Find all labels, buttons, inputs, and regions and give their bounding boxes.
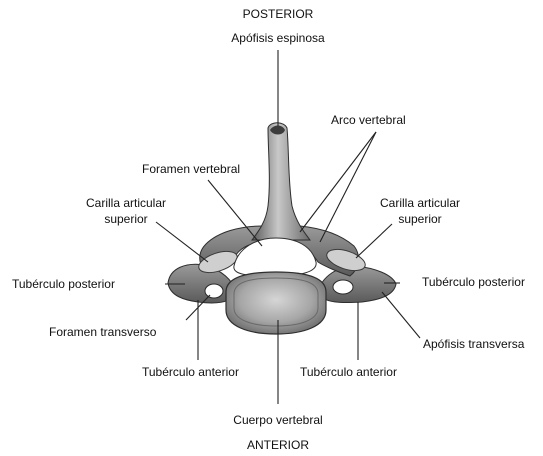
label-vertebral-foramen: Foramen vertebral	[142, 162, 240, 176]
leader-facet-right	[356, 224, 392, 258]
label-spinous-process: Apófisis espinosa	[208, 31, 348, 45]
label-vertebral-body: Cuerpo vertebral	[208, 413, 348, 427]
leader-facet-left	[156, 222, 208, 262]
label-superior-facet-right-line1: Carilla articular	[360, 196, 480, 210]
leader-transverse-process	[382, 292, 420, 338]
label-anterior-tubercle-left: Tubérculo anterior	[142, 365, 239, 379]
label-posterior-tubercle-right: Tubérculo posterior	[422, 275, 525, 289]
label-superior-facet-left-line1: Carilla articular	[66, 196, 186, 210]
label-transverse-process: Apófisis transversa	[423, 337, 524, 351]
transverse-foramen-left	[205, 284, 223, 298]
transverse-process-right	[318, 266, 396, 303]
label-superior-facet-right-line2: superior	[360, 212, 480, 226]
label-anterior-tubercle-right: Tubérculo anterior	[300, 365, 397, 379]
orientation-posterior: POSTERIOR	[228, 7, 328, 21]
orientation-anterior: ANTERIOR	[228, 438, 328, 452]
label-superior-facet-left-line2: superior	[66, 212, 186, 226]
transverse-foramen-right	[333, 280, 353, 294]
label-transverse-foramen: Foramen transverso	[49, 325, 156, 339]
label-posterior-tubercle-left: Tubérculo posterior	[12, 277, 115, 291]
spinous-process	[252, 123, 310, 240]
label-vertebral-arch: Arco vertebral	[331, 113, 406, 127]
vertebral-body	[226, 272, 326, 334]
